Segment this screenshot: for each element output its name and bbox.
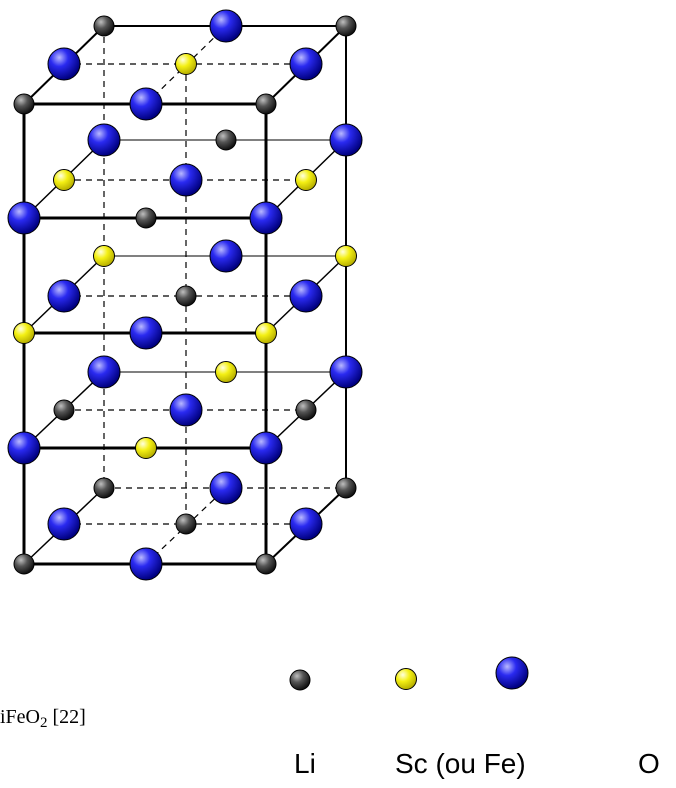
li-atom <box>13 93 35 115</box>
figure-caption: iFeO2 [22] <box>0 706 86 732</box>
o-atom <box>129 547 163 581</box>
o-atom <box>329 123 363 157</box>
o-atom <box>7 201 41 235</box>
o-atom <box>129 87 163 121</box>
legend-markers <box>289 656 529 691</box>
sc-atom <box>335 245 357 267</box>
o-atom <box>169 393 203 427</box>
li-atom <box>175 285 197 307</box>
o-atom <box>209 239 243 273</box>
o-atom <box>129 316 163 350</box>
o-atom <box>169 163 203 197</box>
o-atom <box>249 431 283 465</box>
o-atom <box>289 507 323 541</box>
legend-label-li: Li <box>294 748 316 779</box>
li-atom <box>53 399 75 421</box>
li-atom <box>93 15 115 37</box>
o-atom <box>329 355 363 389</box>
o-atom <box>289 279 323 313</box>
li-atom <box>295 399 317 421</box>
legend-li-marker <box>289 669 311 691</box>
o-atom <box>47 279 81 313</box>
o-atom <box>209 9 243 43</box>
o-atom <box>87 123 121 157</box>
li-atom <box>215 129 237 151</box>
legend-label-sc: Sc (ou Fe) <box>395 748 526 779</box>
sc-atom <box>53 169 75 191</box>
li-atom <box>13 553 35 575</box>
li-atom <box>335 477 357 499</box>
sc-atom <box>93 245 115 267</box>
caption-subscript: 2 <box>40 715 48 731</box>
li-atom <box>93 477 115 499</box>
legend-label-o: O <box>638 748 660 779</box>
o-atom <box>47 47 81 81</box>
sc-atom <box>175 53 197 75</box>
atoms <box>7 9 363 581</box>
o-atom <box>289 47 323 81</box>
li-atom <box>335 15 357 37</box>
o-atom <box>87 355 121 389</box>
sc-atom <box>13 322 35 344</box>
sc-atom <box>135 437 157 459</box>
sc-atom <box>255 322 277 344</box>
sc-atom <box>295 169 317 191</box>
o-atom <box>47 507 81 541</box>
o-atom <box>7 431 41 465</box>
li-atom <box>175 513 197 535</box>
legend-sc-marker <box>395 668 417 690</box>
li-atom <box>255 553 277 575</box>
caption-reference: [22] <box>47 706 86 728</box>
o-atom <box>249 201 283 235</box>
legend-o-marker <box>495 656 529 690</box>
o-atom <box>209 471 243 505</box>
sc-atom <box>215 361 237 383</box>
li-atom <box>135 207 157 229</box>
li-atom <box>255 93 277 115</box>
caption-formula: iFeO <box>0 706 40 728</box>
